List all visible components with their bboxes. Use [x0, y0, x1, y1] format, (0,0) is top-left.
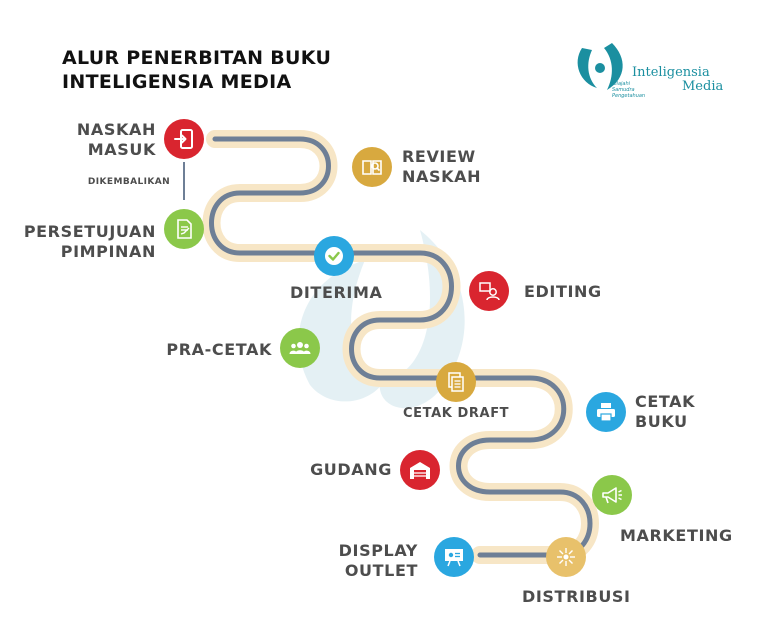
inteligensia-logo-icon	[577, 43, 623, 90]
node-persetujuan-pimpinan	[164, 209, 204, 249]
label-cetak-buku: CETAK BUKU	[635, 392, 696, 431]
title-line-1: ALUR PENERBITAN BUKU	[62, 47, 332, 69]
road-path	[209, 136, 593, 558]
login-icon	[174, 129, 193, 149]
warehouse-icon	[410, 462, 430, 479]
node-marketing	[592, 475, 632, 515]
label-gudang: GUDANG	[310, 460, 392, 479]
label-diterima: DITERIMA	[290, 283, 383, 302]
group-icon	[289, 342, 311, 354]
logo-tagline: Jelajahi Samudra Pengetahuan	[612, 81, 646, 99]
node-cetak-draft	[436, 362, 476, 402]
node-distribusi	[546, 537, 586, 577]
label-display-outlet: DISPLAY OUTLET	[338, 541, 418, 580]
editor-icon	[479, 282, 500, 301]
display-board-icon	[445, 549, 463, 567]
label-dikembalikan: DIKEMBALIKAN	[87, 177, 170, 187]
megaphone-icon	[602, 487, 622, 504]
distribution-icon	[557, 548, 575, 566]
label-marketing: MARKETING	[620, 526, 733, 545]
label-review-naskah: REVIEW NASKAH	[402, 147, 482, 186]
label-persetujuan-pimpinan: PERSETUJUAN PIMPINAN	[23, 222, 156, 261]
page-title: ALUR PENERBITAN BUKU INTELIGENSIA MEDIA	[62, 46, 331, 94]
title-line-2: INTELIGENSIA MEDIA	[62, 71, 292, 93]
label-editing: EDITING	[524, 282, 602, 301]
logo-name: Inteligensia	[632, 65, 710, 80]
logo-name-media: Media	[682, 79, 724, 94]
label-cetak-draft: CETAK DRAFT	[403, 406, 510, 421]
check-icon	[325, 247, 343, 265]
node-naskah-masuk	[164, 119, 204, 159]
node-review-naskah	[352, 147, 392, 187]
node-editing	[469, 271, 509, 311]
label-pra-cetak: PRA-CETAK	[166, 340, 272, 359]
node-display-outlet	[434, 537, 474, 577]
document-sign-icon	[177, 219, 192, 239]
label-naskah-masuk: NASKAH MASUK	[76, 120, 156, 159]
label-distribusi: DISTRIBUSI	[522, 587, 631, 606]
printer-icon	[597, 403, 615, 422]
node-cetak-buku	[586, 392, 626, 432]
node-pra-cetak	[280, 328, 320, 368]
pages-icon	[448, 372, 464, 392]
node-gudang	[400, 450, 440, 490]
book-search-icon	[362, 160, 382, 175]
node-diterima	[314, 236, 354, 276]
